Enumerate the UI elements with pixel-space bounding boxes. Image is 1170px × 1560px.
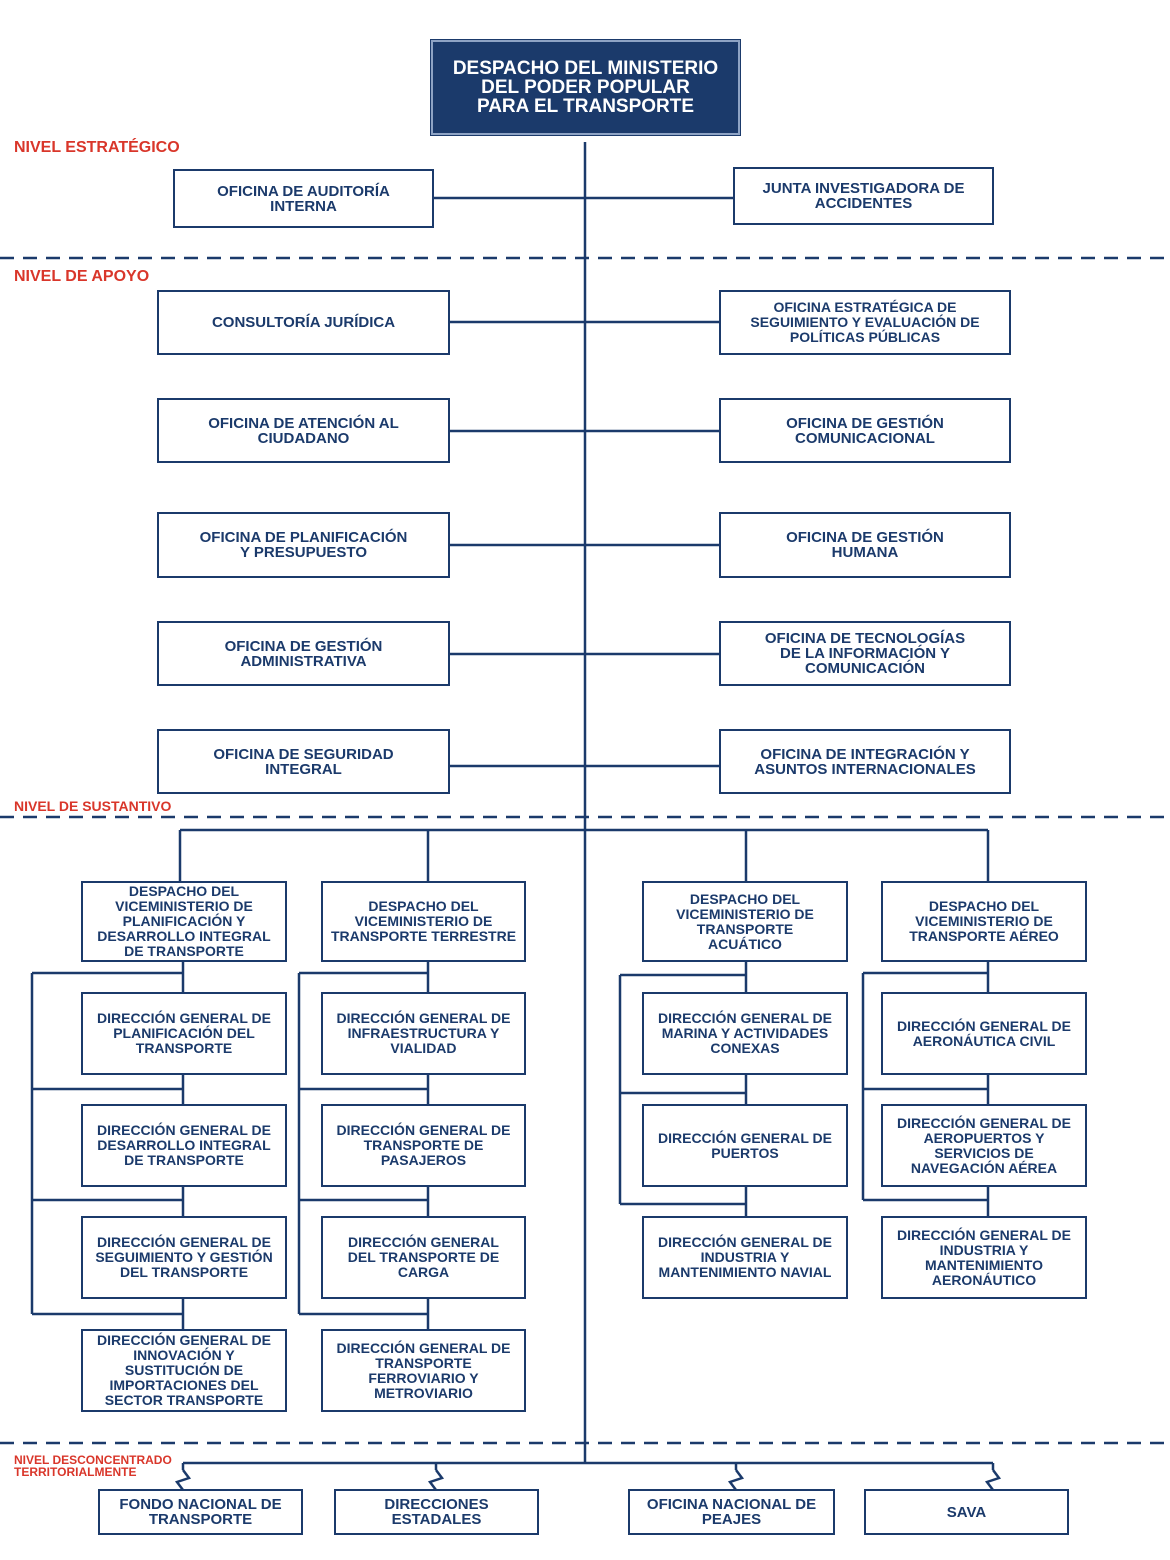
direction-box: DIRECCIÓN GENERAL DE DESARROLLO INTEGRAL…: [81, 1104, 287, 1187]
deconcentrated-box: OFICINA NACIONAL DE PEAJES: [628, 1489, 835, 1535]
deconcentrated-box: FONDO NACIONAL DE TRANSPORTE: [98, 1489, 303, 1535]
direction-box: DIRECCIÓN GENERAL DE AERONÁUTICA CIVIL: [881, 992, 1087, 1075]
ministry-office-box: DESPACHO DEL MINISTERIO DEL PODER POPULA…: [431, 40, 740, 135]
vice-ministry-head-box: DESPACHO DEL VICEMINISTERIO DE TRANSPORT…: [642, 881, 848, 962]
direction-box: DIRECCIÓN GENERAL DE PLANIFICACIÓN DEL T…: [81, 992, 287, 1075]
vice-ministry-head-box: DESPACHO DEL VICEMINISTERIO DE TRANSPORT…: [321, 881, 526, 962]
strategic-left-box: OFICINA DE AUDITORÍA INTERNA: [173, 169, 434, 228]
deconcentrated-box: SAVA: [864, 1489, 1069, 1535]
support-left-box: OFICINA DE ATENCIÓN AL CIUDADANO: [157, 398, 450, 463]
direction-box: DIRECCIÓN GENERAL DE TRANSPORTE DE PASAJ…: [321, 1104, 526, 1187]
direction-box: DIRECCIÓN GENERAL DE MARINA Y ACTIVIDADE…: [642, 992, 848, 1075]
support-right-box: OFICINA DE INTEGRACIÓN Y ASUNTOS INTERNA…: [719, 729, 1011, 794]
support-left-box: OFICINA DE GESTIÓN ADMINISTRATIVA: [157, 621, 450, 686]
direction-box: DIRECCIÓN GENERAL DE TRANSPORTE FERROVIA…: [321, 1329, 526, 1412]
direction-box: DIRECCIÓN GENERAL DE INDUSTRIA Y MANTENI…: [642, 1216, 848, 1299]
direction-box: DIRECCIÓN GENERAL DE INFRAESTRUCTURA Y V…: [321, 992, 526, 1075]
vice-ministry-head-box: DESPACHO DEL VICEMINISTERIO DE PLANIFICA…: [81, 881, 287, 962]
direction-box: DIRECCIÓN GENERAL DE INDUSTRIA Y MANTENI…: [881, 1216, 1087, 1299]
support-right-box: OFICINA DE GESTIÓN COMUNICACIONAL: [719, 398, 1011, 463]
strategic-right-box: JUNTA INVESTIGADORA DE ACCIDENTES: [733, 167, 994, 225]
support-left-box: CONSULTORÍA JURÍDICA: [157, 290, 450, 355]
direction-box: DIRECCIÓN GENERAL DE SEGUIMIENTO Y GESTI…: [81, 1216, 287, 1299]
level-deconcentrated-label: NIVEL DESCONCENTRADO TERRITORIALMENTE: [14, 1453, 172, 1479]
direction-box: DIRECCIÓN GENERAL DE PUERTOS: [642, 1104, 848, 1187]
support-left-box: OFICINA DE SEGURIDAD INTEGRAL: [157, 729, 450, 794]
level-strategic-label: NIVEL ESTRATÉGICO: [14, 139, 180, 156]
level-support-label: NIVEL DE APOYO: [14, 268, 150, 285]
vice-ministry-head-box: DESPACHO DEL VICEMINISTERIO DE TRANSPORT…: [881, 881, 1087, 962]
support-left-box: OFICINA DE PLANIFICACIÓN Y PRESUPUESTO: [157, 512, 450, 578]
direction-box: DIRECCIÓN GENERAL DE AEROPUERTOS Y SERVI…: [881, 1104, 1087, 1187]
support-right-box: OFICINA DE TECNOLOGÍAS DE LA INFORMACIÓN…: [719, 621, 1011, 686]
support-right-box: OFICINA ESTRATÉGICA DE SEGUIMIENTO Y EVA…: [719, 290, 1011, 355]
direction-box: DIRECCIÓN GENERAL DE INNOVACIÓN Y SUSTIT…: [81, 1329, 287, 1412]
support-right-box: OFICINA DE GESTIÓN HUMANA: [719, 512, 1011, 578]
deconcentrated-box: DIRECCIONES ESTADALES: [334, 1489, 539, 1535]
level-substantive-label: NIVEL DE SUSTANTIVO: [14, 798, 172, 814]
direction-box: DIRECCIÓN GENERAL DEL TRANSPORTE DE CARG…: [321, 1216, 526, 1299]
